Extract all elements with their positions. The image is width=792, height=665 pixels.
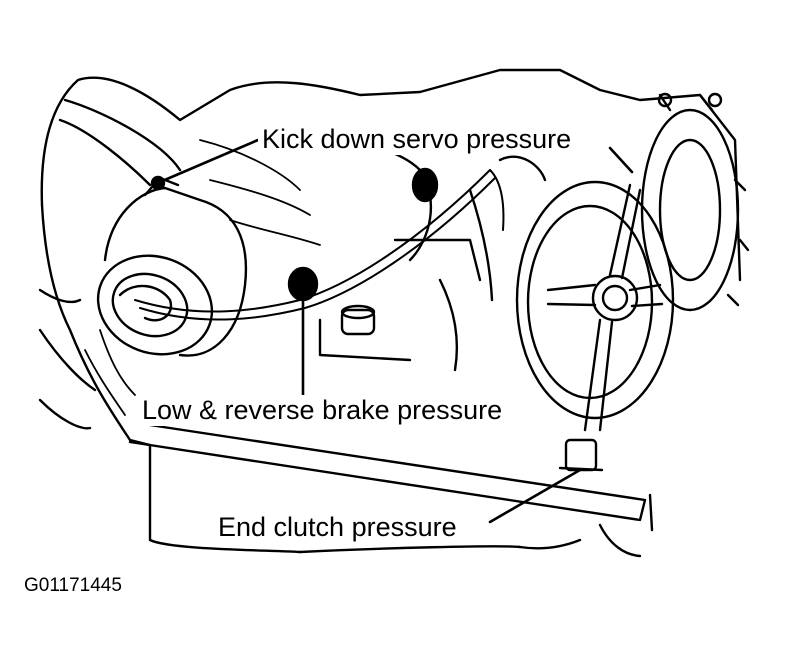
- end-clutch-cover: [515, 180, 675, 472]
- valve-body-area: [287, 144, 547, 372]
- leader-kick-down-right: [608, 146, 634, 174]
- leader-end-clutch: [488, 468, 582, 524]
- figure-id: G01171445: [24, 575, 122, 596]
- leader-kick-down: [158, 138, 260, 184]
- end-clutch-pressure-label: End clutch pressure: [214, 512, 461, 543]
- bell-housing-right: [640, 92, 750, 312]
- callout-leaders: [158, 138, 634, 524]
- housing-ribs: [84, 139, 321, 416]
- transmission-case: [38, 68, 742, 558]
- pressure-lines: [134, 169, 505, 321]
- kick-down-servo-cover: [96, 175, 248, 357]
- kick-down-servo-pressure-label: Kick down servo pressure: [258, 124, 576, 155]
- low-reverse-brake-pressure-label: Low & reverse brake pressure: [138, 395, 507, 426]
